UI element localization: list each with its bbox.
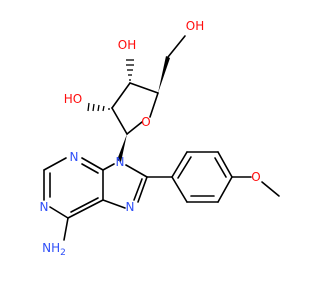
atom-nh2: NH2 <box>42 241 66 258</box>
hash-c3-oh <box>126 59 134 81</box>
molecule-structure-diagram: O OH HO OH N N N N NH2 O <box>40 19 280 258</box>
bond-c8-n7 <box>137 176 148 203</box>
bond-ph3-ph4 <box>217 151 233 178</box>
atom-oh-3: OH <box>118 38 136 52</box>
bond-ph4-ph5 <box>217 176 233 203</box>
bond-c1-c2 <box>111 107 128 135</box>
bond-ph1-ph2 <box>171 151 188 178</box>
hash-c2-oh <box>87 102 110 112</box>
atom-n7: N <box>126 200 135 214</box>
bond-oring-c1 <box>126 121 143 135</box>
atom-n3: N <box>70 150 79 164</box>
bond-c6-c5 <box>67 199 104 219</box>
wedge-c4-c5 <box>158 56 170 93</box>
atom-n9: N <box>116 155 125 169</box>
atom-labels: O OH HO OH N N N N NH2 O <box>40 19 261 258</box>
bond-c4-n9 <box>102 163 115 171</box>
bond-n3-c2 <box>43 157 67 171</box>
structure-svg: O OH HO OH N N N N NH2 O <box>40 19 280 258</box>
bond-c5-oh <box>167 35 186 58</box>
bond-ph1-ph2-double <box>177 156 192 179</box>
bond-c4-oring <box>149 92 159 118</box>
bond-c6-nh2 <box>63 217 69 241</box>
atom-oh-2: HO <box>64 92 82 106</box>
bond-ph3-ph4-double <box>214 157 227 178</box>
atom-o-methoxy: O <box>251 170 260 184</box>
bond-o-me <box>261 181 280 197</box>
bond-n7-c5 <box>102 199 126 209</box>
bond-c2-c3 <box>111 82 131 109</box>
bond-n1-c6 <box>49 206 69 219</box>
atom-o-ring: O <box>141 115 150 129</box>
atom-oh-5: OH <box>186 19 204 33</box>
bonds <box>43 35 280 241</box>
bond-c4-n3 <box>81 157 104 171</box>
bond-n9-c8 <box>125 164 148 178</box>
bond-c6-c5-double <box>70 197 99 213</box>
bond-c4-n3-double <box>81 163 99 174</box>
bond-ph6-ph1 <box>171 176 188 203</box>
bond-c3-c4 <box>129 82 159 94</box>
wedge-c1-n9 <box>117 134 127 162</box>
atom-n1: N <box>40 200 49 214</box>
bond-c8-n7-double <box>133 178 143 201</box>
